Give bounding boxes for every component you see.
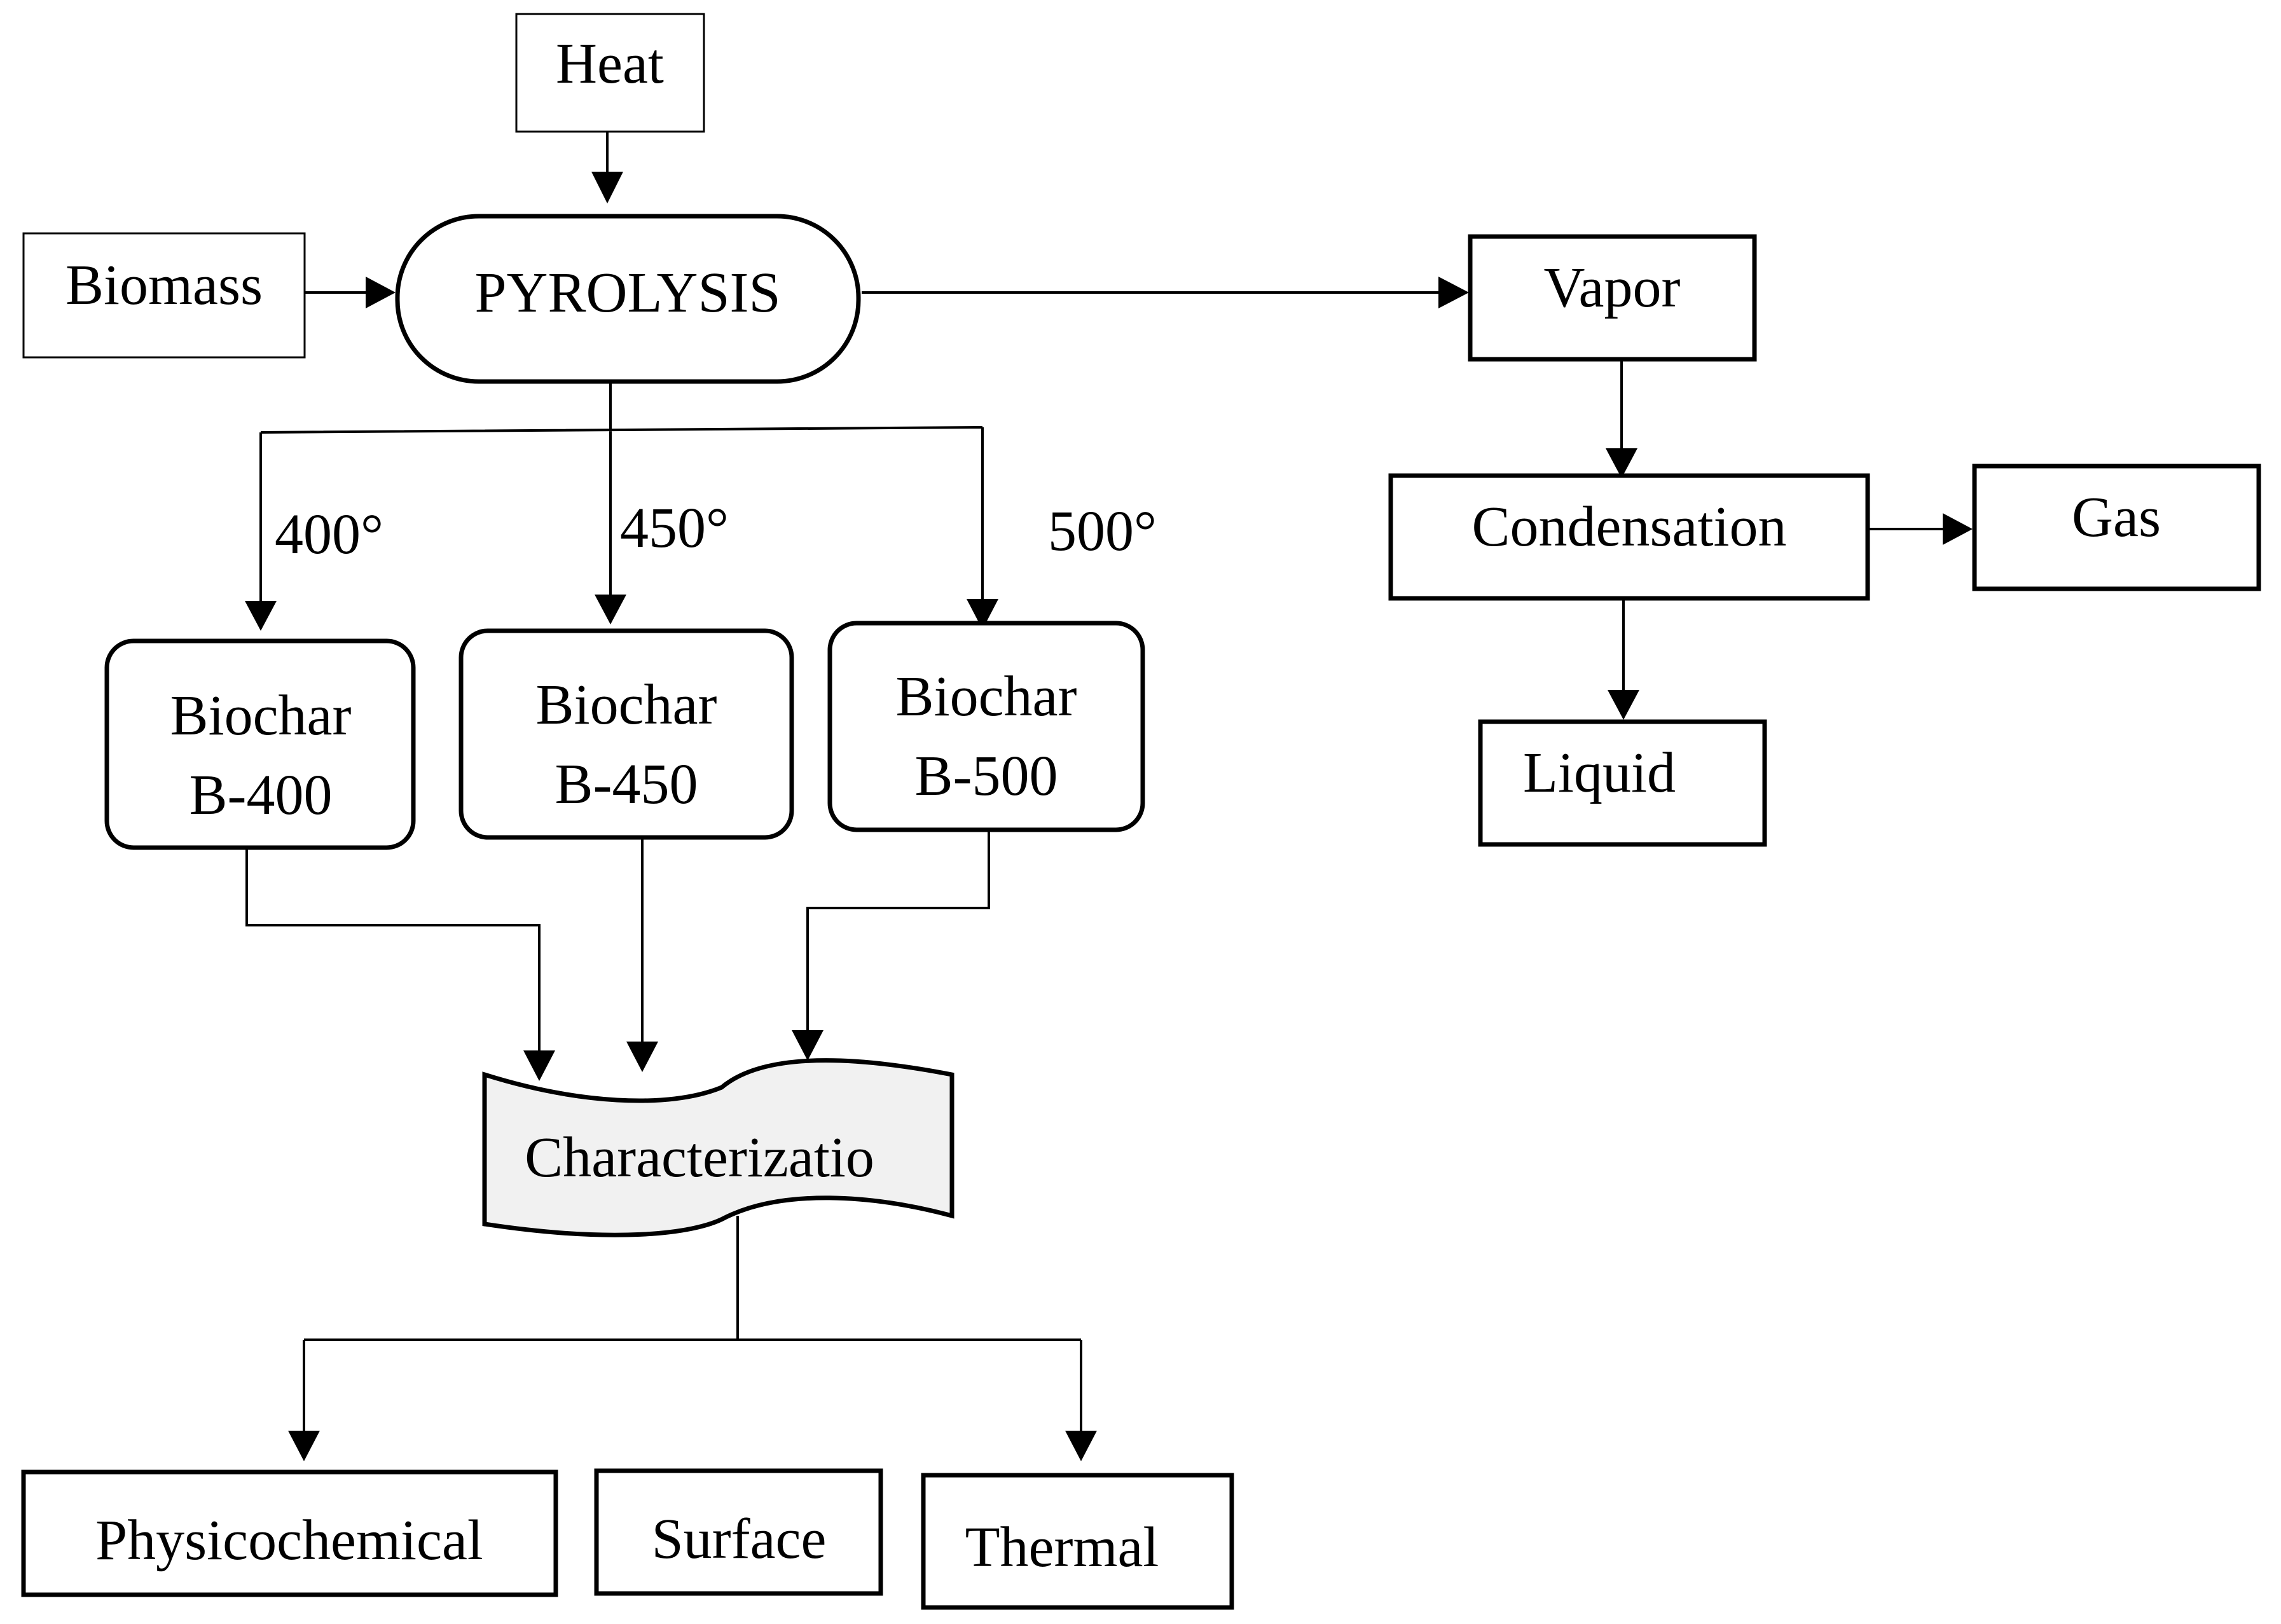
node-condensation: Condensation xyxy=(1388,473,1870,601)
arrowhead xyxy=(1608,690,1639,720)
node-characterization: Characterizatio xyxy=(482,1058,954,1237)
heat-label: Heat xyxy=(556,32,664,95)
surface-label: Surface xyxy=(652,1508,827,1571)
biochar-500-line2: B-500 xyxy=(915,745,1058,808)
temp-400-label: 400° xyxy=(275,503,383,566)
physicochemical-label: Physicochemical xyxy=(95,1509,483,1572)
arrowhead xyxy=(792,1030,824,1061)
thermal-label: Thermal xyxy=(965,1516,1159,1579)
node-heat: Heat xyxy=(515,13,705,133)
arrowhead xyxy=(1065,1431,1097,1461)
arrowhead xyxy=(967,599,998,630)
biochar-500-line1: Biochar xyxy=(896,665,1077,728)
gas-label: Gas xyxy=(2072,486,2161,549)
arrowhead xyxy=(1606,448,1637,478)
vapor-label: Vapor xyxy=(1544,256,1681,319)
biochar-400-line1: Biochar xyxy=(170,684,352,747)
arrowhead xyxy=(245,601,277,631)
edge-pyrolysis-to-biochars xyxy=(259,383,984,607)
condensation-label: Condensation xyxy=(1472,495,1787,558)
edges xyxy=(245,132,1973,1461)
arrowhead xyxy=(595,595,626,624)
biochar-450-line2: B-450 xyxy=(555,753,698,816)
node-biochar-400: Biochar B-400 xyxy=(104,638,416,850)
node-thermal: Thermal xyxy=(921,1473,1234,1610)
node-biomass: Biomass xyxy=(22,232,306,359)
arrowhead xyxy=(591,172,623,203)
arrowhead xyxy=(1438,277,1469,308)
node-liquid: Liquid xyxy=(1478,719,1767,847)
node-gas: Gas xyxy=(1972,464,2261,591)
biochar-400-line2: B-400 xyxy=(190,764,333,827)
node-pyrolysis: PYROLYSIS xyxy=(395,214,861,384)
node-physicochemical: Physicochemical xyxy=(21,1469,558,1597)
biochar-450-line1: Biochar xyxy=(536,673,717,736)
arrowhead xyxy=(288,1431,320,1461)
edge-characterization-to-outputs xyxy=(303,1216,1082,1434)
node-biochar-500: Biochar B-500 xyxy=(827,621,1145,832)
edge-biochars-to-characterization xyxy=(245,830,990,1052)
node-surface: Surface xyxy=(594,1468,883,1596)
characterization-label: Characterizatio xyxy=(525,1126,874,1189)
arrowhead xyxy=(366,277,396,308)
biomass-label: Biomass xyxy=(65,254,263,317)
node-biochar-450: Biochar B-450 xyxy=(458,628,794,840)
temp-500-label: 500° xyxy=(1048,500,1157,563)
node-vapor: Vapor xyxy=(1468,234,1757,362)
temp-450-label: 450° xyxy=(620,497,729,560)
arrowhead xyxy=(626,1042,658,1072)
temperature-labels: 400° 450° 500° xyxy=(275,497,1157,566)
arrowhead xyxy=(1943,513,1973,545)
arrowhead xyxy=(523,1050,555,1081)
pyrolysis-label: PYROLYSIS xyxy=(474,261,780,324)
liquid-label: Liquid xyxy=(1523,741,1676,804)
